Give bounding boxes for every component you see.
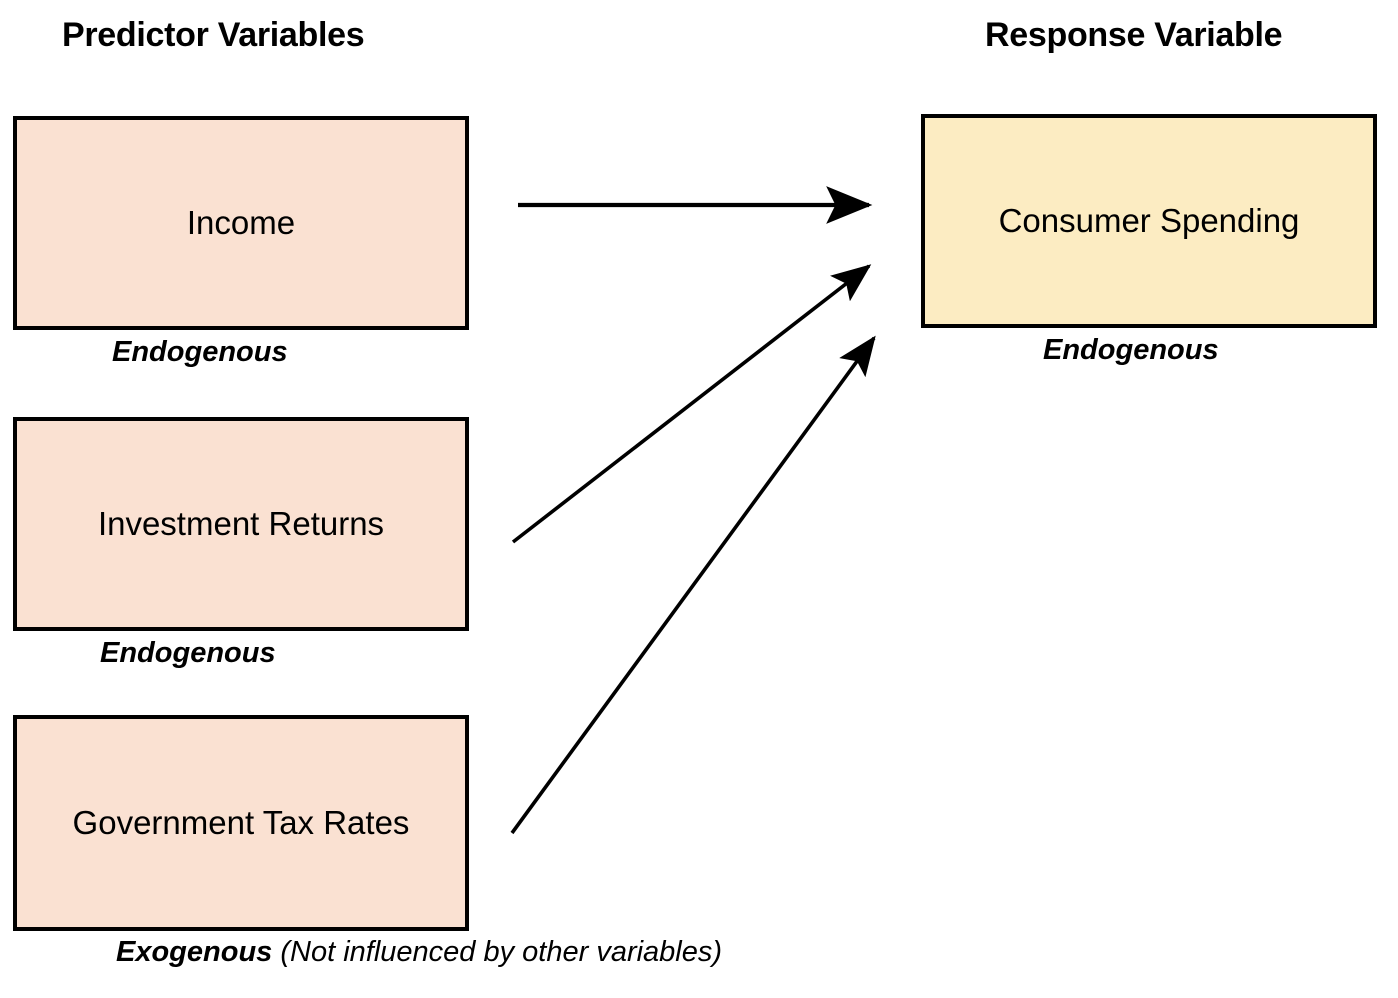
exogenous-term: Exogenous bbox=[116, 936, 273, 968]
exogenous-note: (Not influenced by other variables) bbox=[272, 936, 723, 968]
node-investment-returns-tag: Endogenous bbox=[100, 637, 276, 669]
node-investment-returns-label: Investment Returns bbox=[97, 505, 385, 543]
node-income[interactable]: Income bbox=[13, 116, 469, 330]
node-consumer-spending-label: Consumer Spending bbox=[998, 202, 1300, 240]
arrow-investment-to-consumer-spending bbox=[511, 264, 872, 544]
node-consumer-spending[interactable]: Consumer Spending bbox=[921, 114, 1377, 328]
node-investment-returns[interactable]: Investment Returns bbox=[13, 417, 469, 631]
node-government-tax-rates[interactable]: Government Tax Rates bbox=[13, 715, 469, 931]
node-government-tax-rates-label: Government Tax Rates bbox=[72, 804, 410, 842]
exogenous-caption: Exogenous (Not influenced by other varia… bbox=[116, 936, 722, 969]
node-consumer-spending-tag: Endogenous bbox=[1043, 334, 1219, 366]
node-income-label: Income bbox=[186, 204, 296, 242]
predictor-variables-header: Predictor Variables bbox=[62, 16, 365, 54]
arrow-tax-to-consumer-spending bbox=[510, 335, 876, 835]
response-variable-header: Response Variable bbox=[985, 16, 1283, 54]
node-income-tag: Endogenous bbox=[112, 336, 288, 368]
